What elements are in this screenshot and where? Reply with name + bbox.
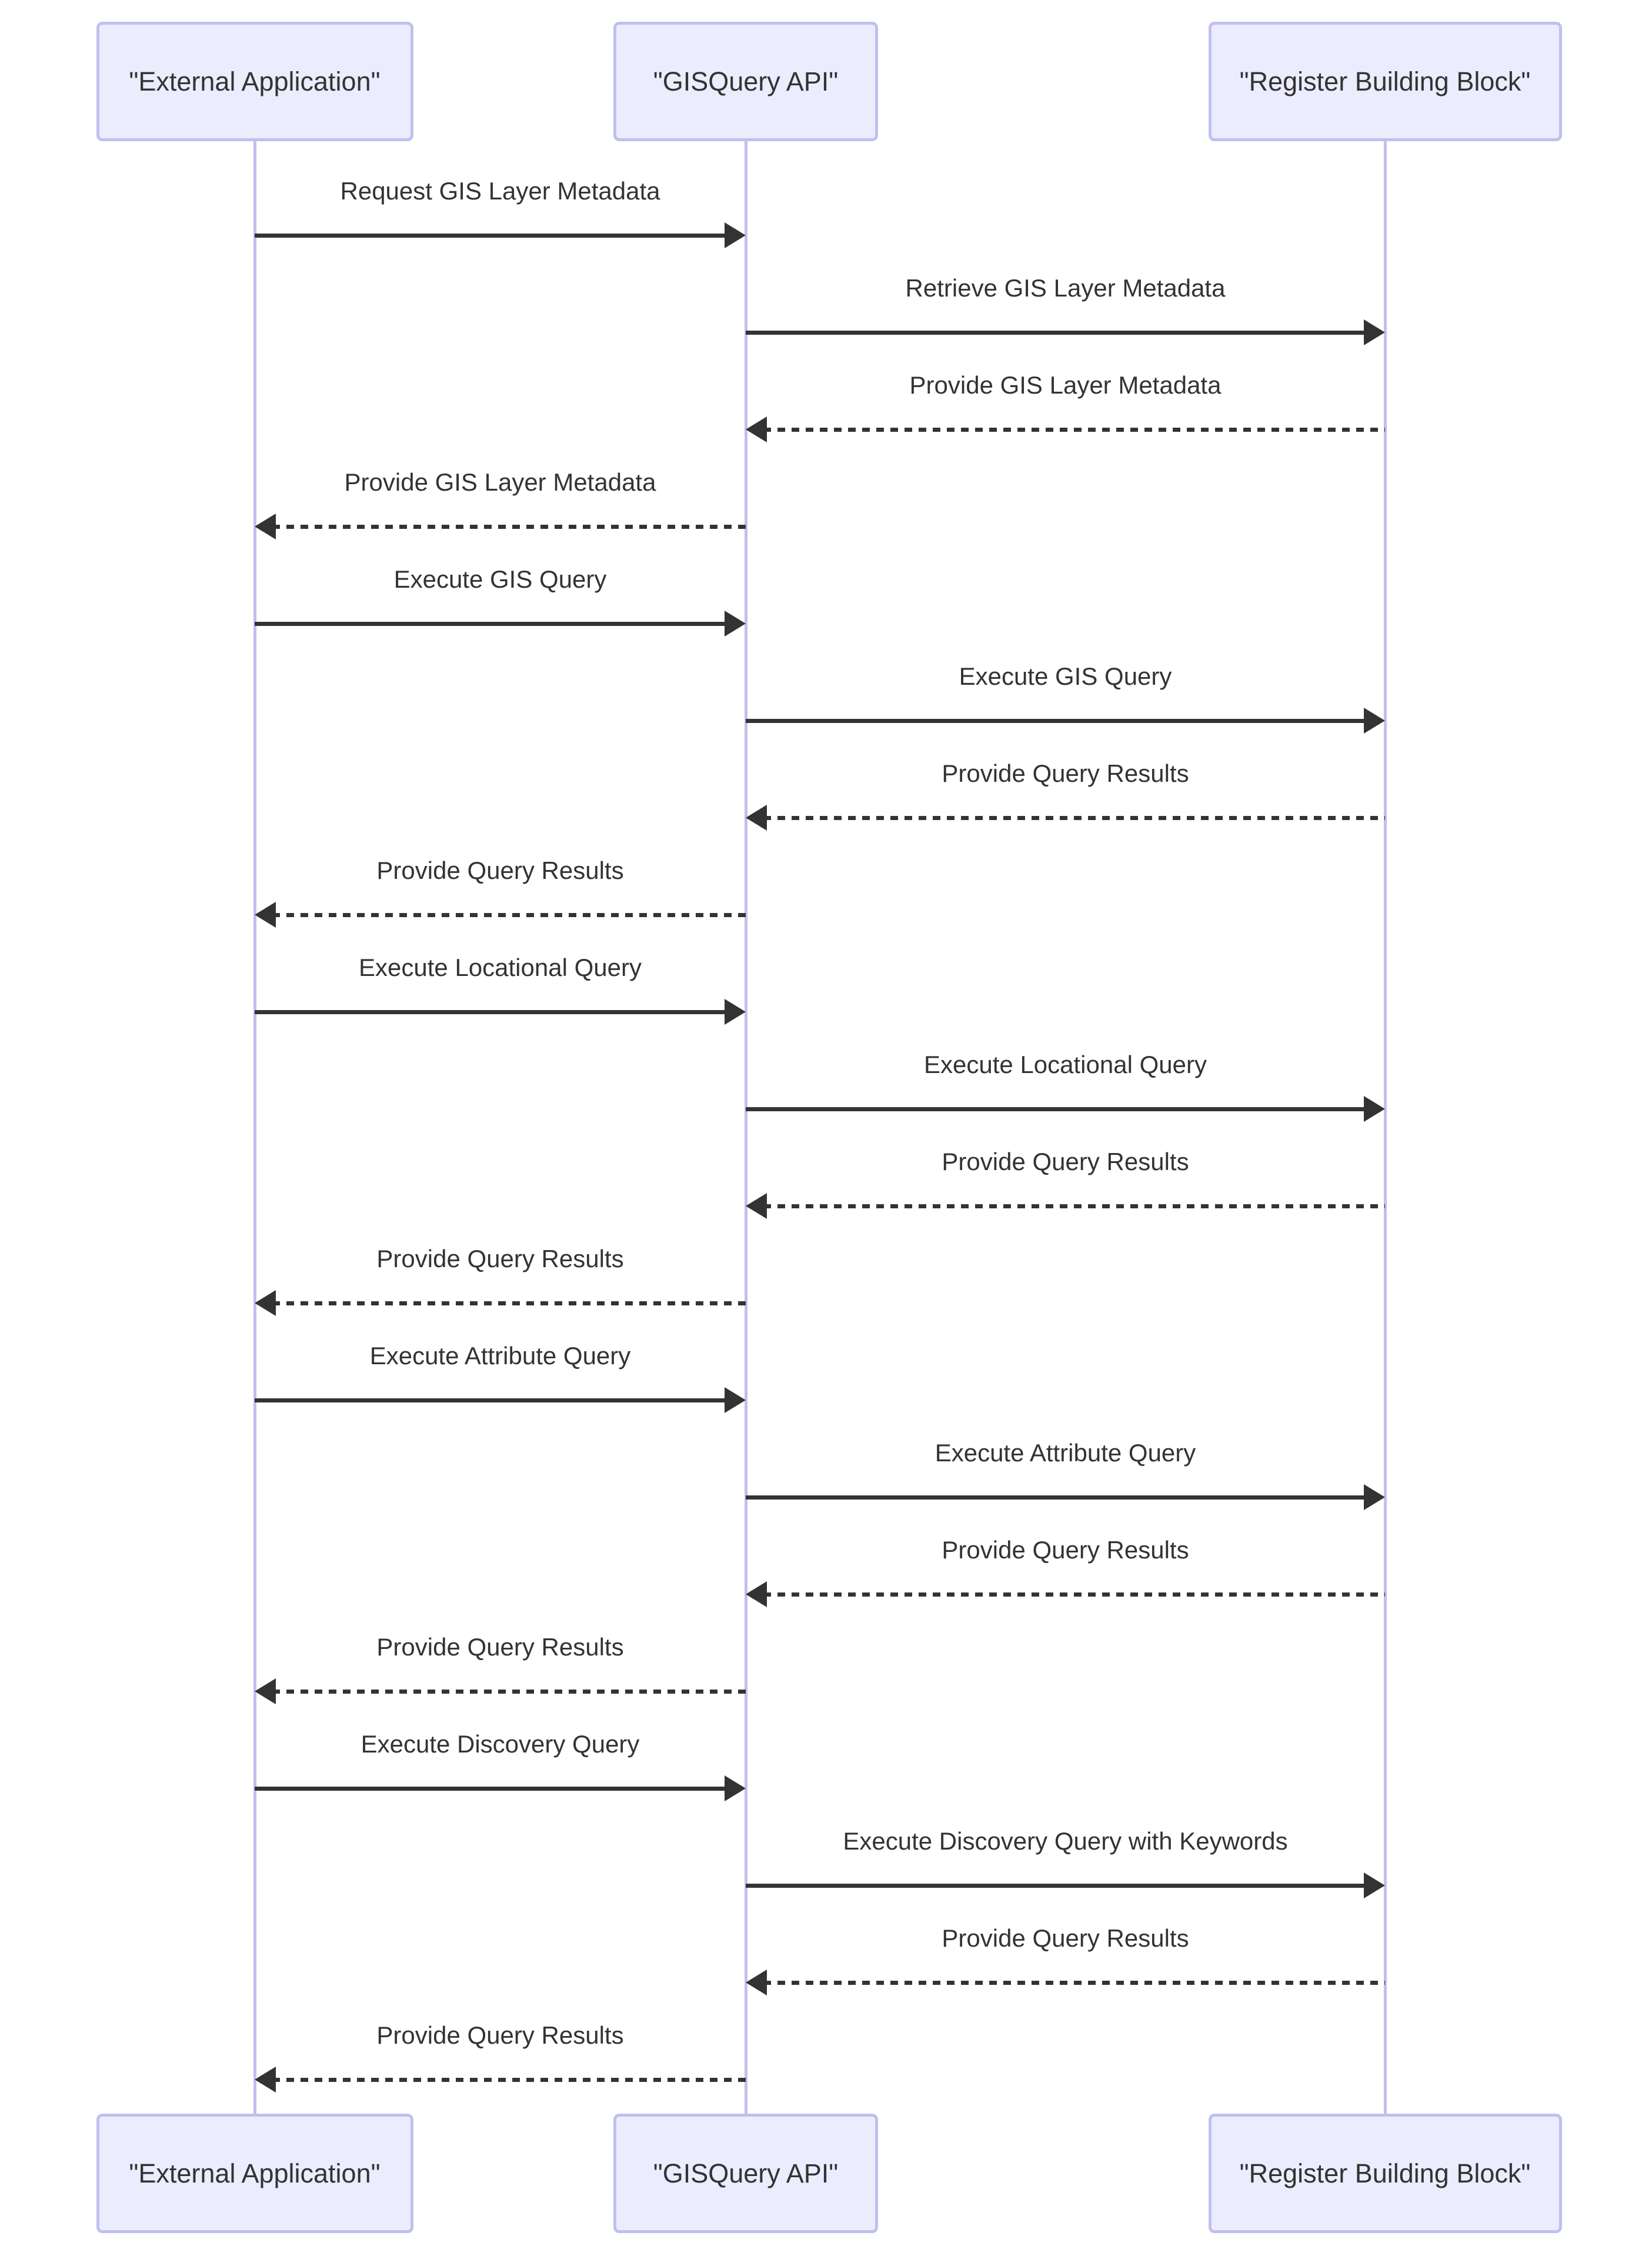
actor-box-top-ext-app: "External Application"	[96, 22, 413, 141]
message-label: Provide GIS Layer Metadata	[909, 371, 1222, 399]
message-line	[763, 1204, 1385, 1208]
message-line	[272, 1301, 746, 1305]
arrow-right-icon	[1364, 708, 1385, 734]
message-label: Provide Query Results	[376, 1633, 624, 1661]
actor-label-ext-app: "External Application"	[129, 2158, 381, 2188]
message-label: Execute Attribute Query	[369, 1342, 631, 1370]
message-line	[255, 233, 728, 238]
message-line	[763, 815, 1385, 820]
message-label: Retrieve GIS Layer Metadata	[905, 274, 1226, 302]
lifeline-register-bb	[1384, 140, 1387, 2115]
actor-label-gisquery-api: "GISQuery API"	[653, 2158, 839, 2188]
message-line	[272, 912, 746, 917]
message-line	[272, 524, 746, 529]
actor-box-top-gisquery-api: "GISQuery API"	[613, 22, 878, 141]
message-line	[746, 330, 1367, 335]
message-label: Provide Query Results	[942, 1536, 1189, 1564]
arrow-left-icon	[746, 1581, 767, 1607]
message-line	[255, 621, 728, 626]
arrow-left-icon	[746, 1193, 767, 1219]
arrow-left-icon	[255, 1290, 276, 1316]
message-label: Execute GIS Query	[959, 662, 1172, 690]
arrow-left-icon	[746, 1970, 767, 1995]
message-label: Provide GIS Layer Metadata	[344, 468, 656, 496]
message-line	[763, 1592, 1385, 1597]
message-label: Provide Query Results	[376, 1245, 624, 1272]
message-label: Execute Discovery Query	[361, 1730, 640, 1758]
arrow-left-icon	[255, 514, 276, 539]
arrow-right-icon	[725, 611, 746, 637]
arrow-right-icon	[1364, 1484, 1385, 1510]
message-label: Execute Attribute Query	[935, 1439, 1196, 1467]
message-line	[255, 1398, 728, 1402]
message-label: Execute Locational Query	[924, 1051, 1207, 1078]
message-line	[272, 2077, 746, 2082]
arrow-right-icon	[725, 1387, 746, 1413]
message-line	[763, 427, 1385, 432]
arrow-right-icon	[725, 222, 746, 248]
message-line	[763, 1980, 1385, 1985]
message-line	[255, 1009, 728, 1014]
message-line	[746, 1883, 1367, 1888]
message-label: Provide Query Results	[942, 759, 1189, 787]
actor-label-ext-app: "External Application"	[129, 66, 381, 96]
arrow-right-icon	[1364, 1872, 1385, 1898]
actor-box-bottom-register-bb: "Register Building Block"	[1208, 2114, 1562, 2233]
message-line	[746, 718, 1367, 723]
arrow-left-icon	[746, 805, 767, 831]
arrow-left-icon	[255, 1678, 276, 1704]
message-line	[255, 1786, 728, 1791]
actor-box-top-register-bb: "Register Building Block"	[1208, 22, 1562, 141]
arrow-right-icon	[725, 999, 746, 1025]
message-label: Provide Query Results	[376, 857, 624, 884]
lifeline-gisquery-api	[745, 140, 747, 2115]
arrow-left-icon	[746, 417, 767, 442]
arrow-left-icon	[255, 2067, 276, 2093]
lifeline-ext-app	[253, 140, 256, 2115]
actor-label-register-bb: "Register Building Block"	[1239, 66, 1531, 96]
message-line	[746, 1495, 1367, 1500]
message-label: Execute Locational Query	[359, 954, 642, 981]
actor-box-bottom-ext-app: "External Application"	[96, 2114, 413, 2233]
arrow-left-icon	[255, 902, 276, 928]
message-label: Provide Query Results	[376, 2021, 624, 2049]
actor-label-register-bb: "Register Building Block"	[1239, 2158, 1531, 2188]
message-label: Execute Discovery Query with Keywords	[843, 1827, 1288, 1855]
arrow-right-icon	[1364, 319, 1385, 345]
message-line	[746, 1107, 1367, 1111]
arrow-right-icon	[1364, 1096, 1385, 1122]
actor-label-gisquery-api: "GISQuery API"	[653, 66, 839, 96]
message-line	[272, 1689, 746, 1694]
message-label: Execute GIS Query	[393, 565, 607, 593]
message-label: Request GIS Layer Metadata	[340, 177, 660, 205]
arrow-right-icon	[725, 1775, 746, 1801]
message-label: Provide Query Results	[942, 1924, 1189, 1952]
actor-box-bottom-gisquery-api: "GISQuery API"	[613, 2114, 878, 2233]
message-label: Provide Query Results	[942, 1148, 1189, 1175]
